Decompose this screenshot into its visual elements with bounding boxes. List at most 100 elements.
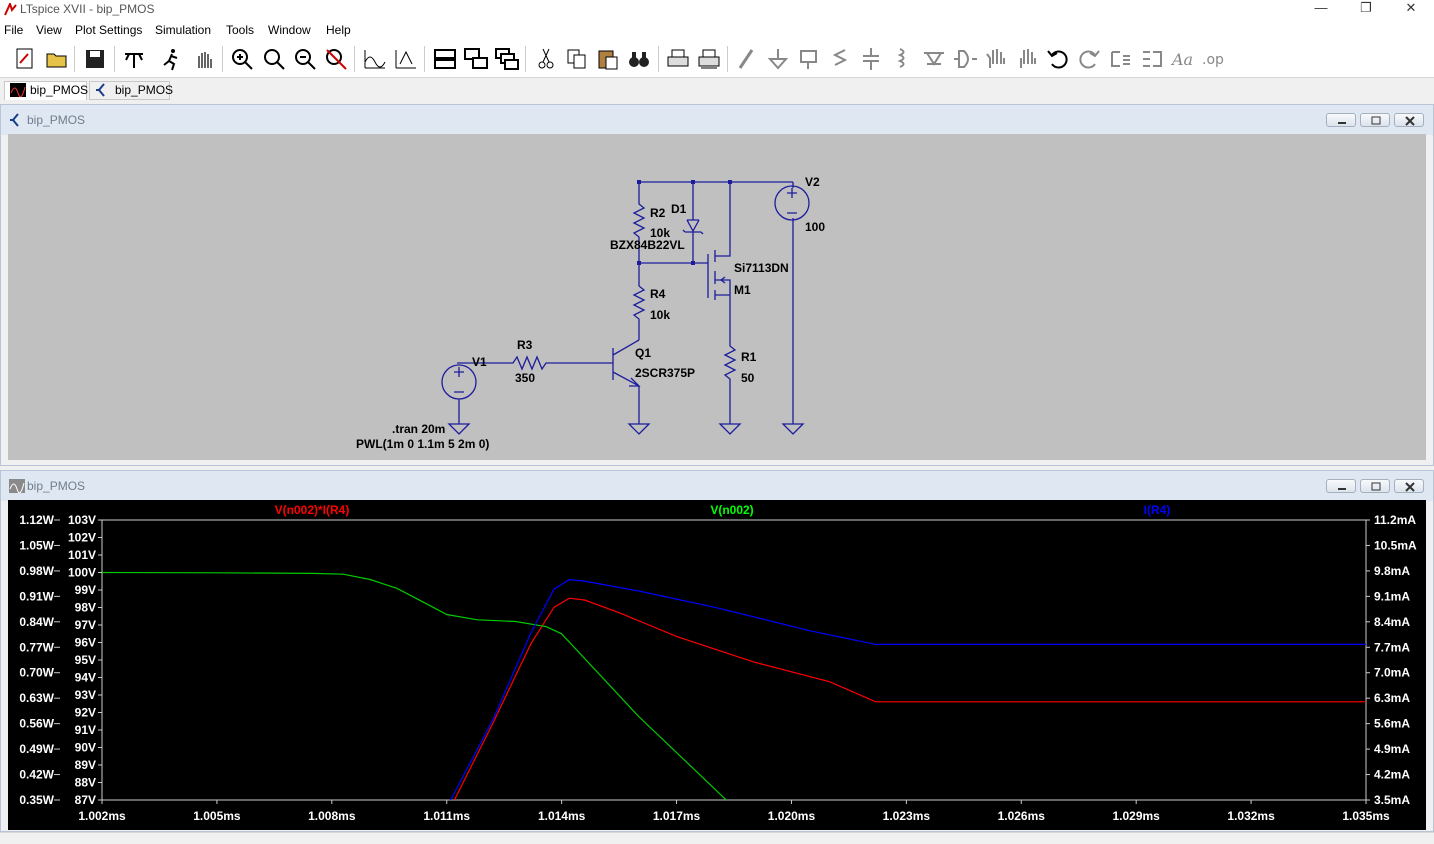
save-icon[interactable]: [82, 46, 108, 72]
cascade-icon[interactable]: [494, 46, 520, 72]
q1-model-label[interactable]: 2SCR375P: [635, 366, 696, 380]
copy-icon[interactable]: [564, 46, 590, 72]
zoom-cancel-icon[interactable]: [323, 46, 349, 72]
zoom-box-icon[interactable]: [261, 46, 287, 72]
capacitor-icon[interactable]: [858, 46, 884, 72]
r1-name-label[interactable]: R1: [741, 350, 757, 364]
move-icon[interactable]: [983, 46, 1009, 72]
tile-vertical-icon[interactable]: [463, 46, 489, 72]
redo-icon[interactable]: [1076, 46, 1102, 72]
mirror-icon[interactable]: [1139, 46, 1165, 72]
control-panel-icon[interactable]: [121, 46, 147, 72]
r3-name-label[interactable]: R3: [517, 338, 533, 352]
resistor-icon[interactable]: [827, 46, 853, 72]
tran-directive[interactable]: .tran 20m: [392, 422, 446, 436]
schematic-minimize-button[interactable]: [1326, 113, 1356, 127]
d1-name-label[interactable]: D1: [671, 202, 687, 216]
zoom-in-icon[interactable]: [229, 46, 255, 72]
v1-wires: [454, 367, 464, 424]
mark-icon[interactable]: [393, 46, 419, 72]
r4-value-label[interactable]: 10k: [650, 308, 671, 322]
pwl-directive[interactable]: PWL(1m 0 1.1m 5 2m 0): [356, 437, 490, 451]
autorange-icon[interactable]: [362, 46, 388, 72]
ground-icon[interactable]: [765, 46, 791, 72]
d1-model-label[interactable]: BZX84B22VL: [610, 238, 685, 252]
y-voltage-tick-label: 101V: [68, 548, 96, 562]
find-icon[interactable]: [626, 46, 652, 72]
r3-value-label[interactable]: 350: [515, 371, 536, 385]
menu-window[interactable]: Window: [268, 23, 311, 37]
open-icon[interactable]: [44, 46, 70, 72]
close-icon: [1405, 116, 1415, 126]
r2-name-label[interactable]: R2: [650, 206, 666, 220]
tab-waveform[interactable]: bip_PMOS: [4, 81, 88, 100]
y-power-tick-label: 0.84W: [19, 615, 54, 629]
new-schematic-icon[interactable]: [12, 46, 38, 72]
waveform-restore-button[interactable]: [1360, 479, 1390, 493]
waveform-minimize-button[interactable]: [1326, 479, 1356, 493]
minimize-icon: [1338, 488, 1346, 490]
rotate-icon[interactable]: [1108, 46, 1134, 72]
menu-simulation[interactable]: Simulation: [155, 23, 212, 37]
print-preview-icon[interactable]: [696, 46, 722, 72]
tile-horizontal-icon[interactable]: [432, 46, 458, 72]
x-tick-label: 1.014ms: [538, 809, 586, 823]
menu-plot-settings[interactable]: Plot Settings: [75, 23, 143, 37]
halt-icon[interactable]: [191, 46, 217, 72]
toolbar-separator: [424, 46, 425, 72]
label-icon[interactable]: [796, 46, 822, 72]
menu-tools[interactable]: Tools: [226, 23, 255, 37]
schematic-restore-button[interactable]: [1360, 113, 1390, 127]
y-power-tick-label: 1.05W: [19, 538, 54, 552]
v2-value-label[interactable]: 100: [805, 220, 826, 234]
drag-icon[interactable]: [1014, 46, 1040, 72]
x-tick-label: 1.017ms: [653, 809, 701, 823]
v2-name-label[interactable]: V2: [805, 175, 820, 189]
trace-0: [453, 597, 1366, 800]
schematic-close-button[interactable]: [1394, 113, 1424, 127]
y-power-tick-label: 0.77W: [19, 640, 54, 654]
x-tick-label: 1.011ms: [423, 809, 470, 823]
y-power-tick-label: 0.98W: [19, 564, 54, 578]
menu-help[interactable]: Help: [326, 23, 351, 37]
restore-button[interactable]: ❐: [1360, 0, 1372, 15]
v1-name-label[interactable]: V1: [472, 355, 487, 369]
x-tick-label: 1.002ms: [78, 809, 126, 823]
schematic-canvas[interactable]: V2 100 R2 10k D1 BZX84B22VL Si7113DN M1 …: [8, 134, 1426, 460]
cut-icon[interactable]: [533, 46, 559, 72]
r2-value-label[interactable]: 10k: [650, 226, 671, 240]
m1-name-label[interactable]: M1: [734, 283, 751, 297]
print-icon[interactable]: [665, 46, 691, 72]
component-icon[interactable]: [952, 46, 978, 72]
r1-value-label[interactable]: 50: [741, 371, 755, 385]
paste-icon[interactable]: [595, 46, 621, 72]
wire-icon[interactable]: [734, 46, 760, 72]
waveform-icon: [9, 479, 25, 493]
undo-icon[interactable]: [1045, 46, 1071, 72]
menu-file[interactable]: File: [4, 23, 24, 37]
text-icon[interactable]: Aa: [1170, 46, 1196, 72]
x-tick-label: 1.032ms: [1227, 809, 1275, 823]
minimize-button[interactable]: —: [1314, 0, 1328, 15]
diode-icon[interactable]: [921, 46, 947, 72]
tab-schematic[interactable]: bip_PMOS: [89, 81, 173, 100]
spice-directive-icon[interactable]: .op: [1201, 46, 1227, 72]
toolbar-separator: [525, 46, 526, 72]
junction-dot: [637, 261, 641, 265]
run-icon[interactable]: [159, 46, 185, 72]
zoom-out-icon[interactable]: [292, 46, 318, 72]
x-tick-label: 1.035ms: [1342, 809, 1390, 823]
m1-model-label[interactable]: Si7113DN: [734, 261, 789, 275]
menu-view[interactable]: View: [36, 23, 62, 37]
window-titlebar: LTspice XVII - bip_PMOS — ❐ ✕: [0, 0, 1434, 20]
waveform-close-button[interactable]: [1394, 479, 1424, 493]
y-voltage-tick-label: 103V: [68, 513, 96, 527]
inductor-icon[interactable]: [889, 46, 915, 72]
y-power-tick-label: 0.56W: [19, 717, 54, 731]
plot-frame: [101, 519, 1367, 801]
r4-name-label[interactable]: R4: [650, 287, 666, 301]
q1-name-label[interactable]: Q1: [635, 346, 652, 360]
close-button[interactable]: ✕: [1405, 0, 1417, 15]
